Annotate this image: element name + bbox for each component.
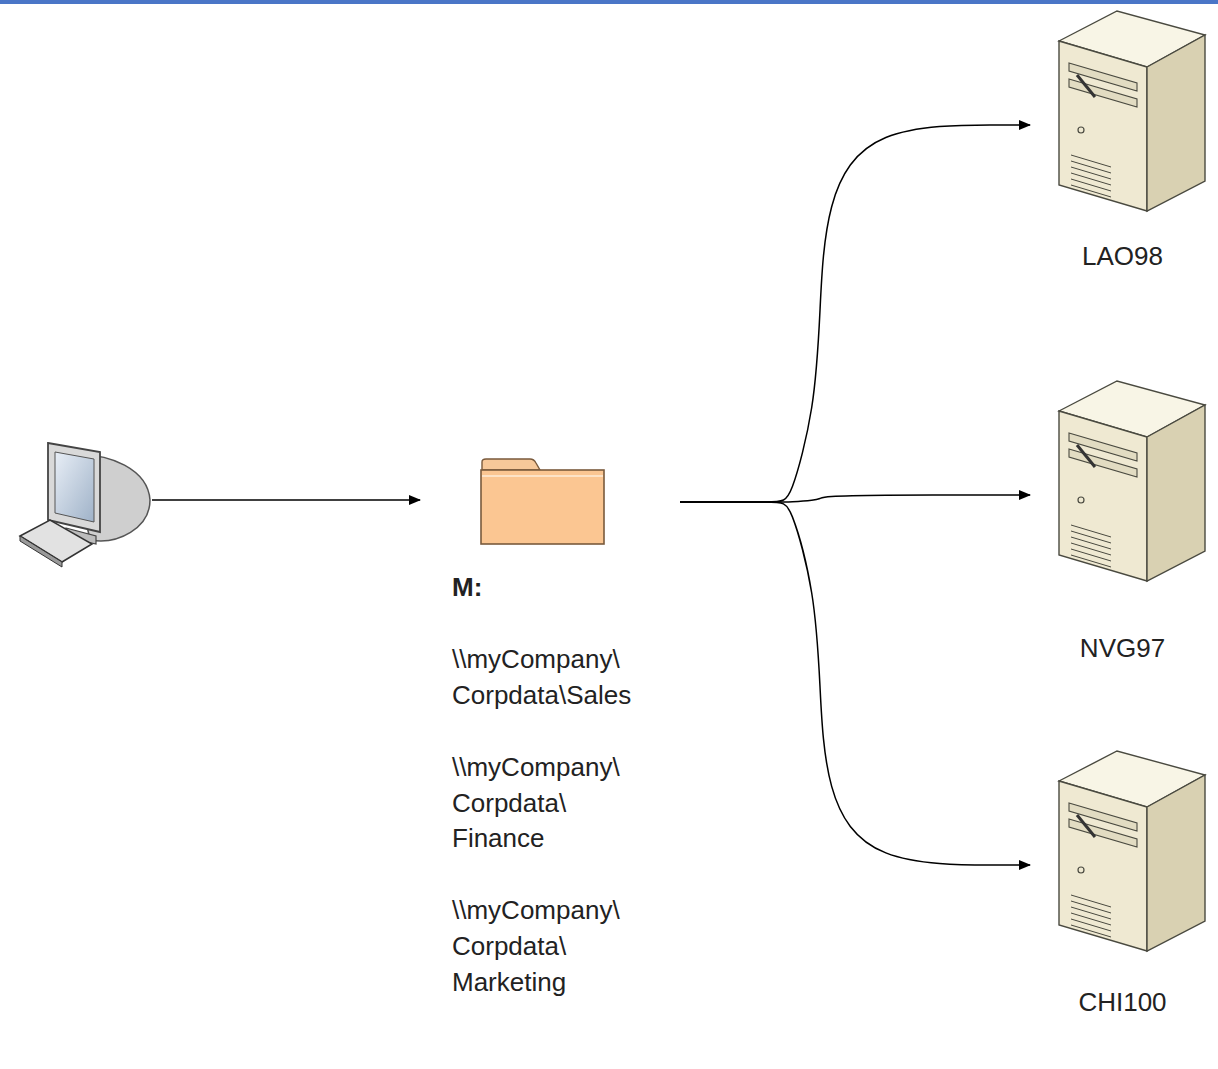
server-icon xyxy=(1055,5,1210,215)
server-name: NVG97 xyxy=(1030,631,1215,667)
vent-line xyxy=(1071,913,1111,925)
folder-highlight xyxy=(482,475,603,477)
server-front xyxy=(1059,781,1147,951)
share-folder: M: \\myCompany\ Corpdata\Sales \\myCompany… xyxy=(440,450,680,1001)
vent-line xyxy=(1071,549,1111,561)
server-name: LAO98 xyxy=(1030,239,1215,275)
server-node: NVG97 xyxy=(1030,375,1215,667)
vent-line xyxy=(1071,895,1111,907)
server-icon xyxy=(1055,375,1210,585)
server-node: LAO98 xyxy=(1030,5,1215,275)
unc-path: \\myCompany\ Corpdata\ Marketing xyxy=(440,893,662,1001)
keyboard-edge xyxy=(20,536,62,567)
connector-arrow xyxy=(680,495,1030,502)
vent-line xyxy=(1071,179,1111,191)
drive-bay xyxy=(1069,79,1137,107)
unc-path: \\myCompany\ Corpdata\ Finance xyxy=(440,750,662,858)
vent-line xyxy=(1071,155,1111,167)
power-button xyxy=(1078,127,1084,133)
vent-line xyxy=(1071,907,1111,919)
keyboard xyxy=(20,520,92,562)
monitor-bezel xyxy=(48,443,100,532)
power-button xyxy=(1078,497,1084,503)
vent-line xyxy=(1071,531,1111,543)
vent-line xyxy=(1071,525,1111,537)
connector-arrow xyxy=(680,502,1030,865)
connector-arrow xyxy=(680,125,1030,502)
computer-icon xyxy=(20,443,150,567)
server-front xyxy=(1059,411,1147,581)
drive-slot xyxy=(1077,75,1095,97)
folder-icon xyxy=(478,456,608,548)
server-icon xyxy=(1055,745,1210,955)
server-node: CHI100 xyxy=(1030,745,1215,1021)
client-arrow xyxy=(152,499,420,501)
server-side xyxy=(1147,775,1205,951)
drive-bay xyxy=(1069,819,1137,847)
vent-line xyxy=(1071,173,1111,185)
folder-tab xyxy=(482,459,540,470)
vent-line xyxy=(1071,543,1111,555)
vent-line xyxy=(1071,161,1111,173)
vent-line xyxy=(1071,555,1111,567)
server-name: CHI100 xyxy=(1030,985,1215,1021)
vent-line xyxy=(1071,185,1111,197)
power-button xyxy=(1078,867,1084,873)
unc-path: \\myCompany\ Corpdata\Sales xyxy=(440,642,662,714)
monitor-screen xyxy=(55,452,94,522)
server-front xyxy=(1059,41,1147,211)
drive-slot xyxy=(1077,445,1095,467)
vent-line xyxy=(1071,167,1111,179)
server-side xyxy=(1147,405,1205,581)
server-side xyxy=(1147,35,1205,211)
vent-line xyxy=(1071,901,1111,913)
drive-bay xyxy=(1069,449,1137,477)
drive-letter: M: xyxy=(440,570,662,606)
vent-line xyxy=(1071,537,1111,549)
folder-body xyxy=(481,470,604,544)
vent-line xyxy=(1071,919,1111,931)
vent-line xyxy=(1071,925,1111,937)
top-bar xyxy=(0,0,1218,4)
drive-slot xyxy=(1077,815,1095,837)
